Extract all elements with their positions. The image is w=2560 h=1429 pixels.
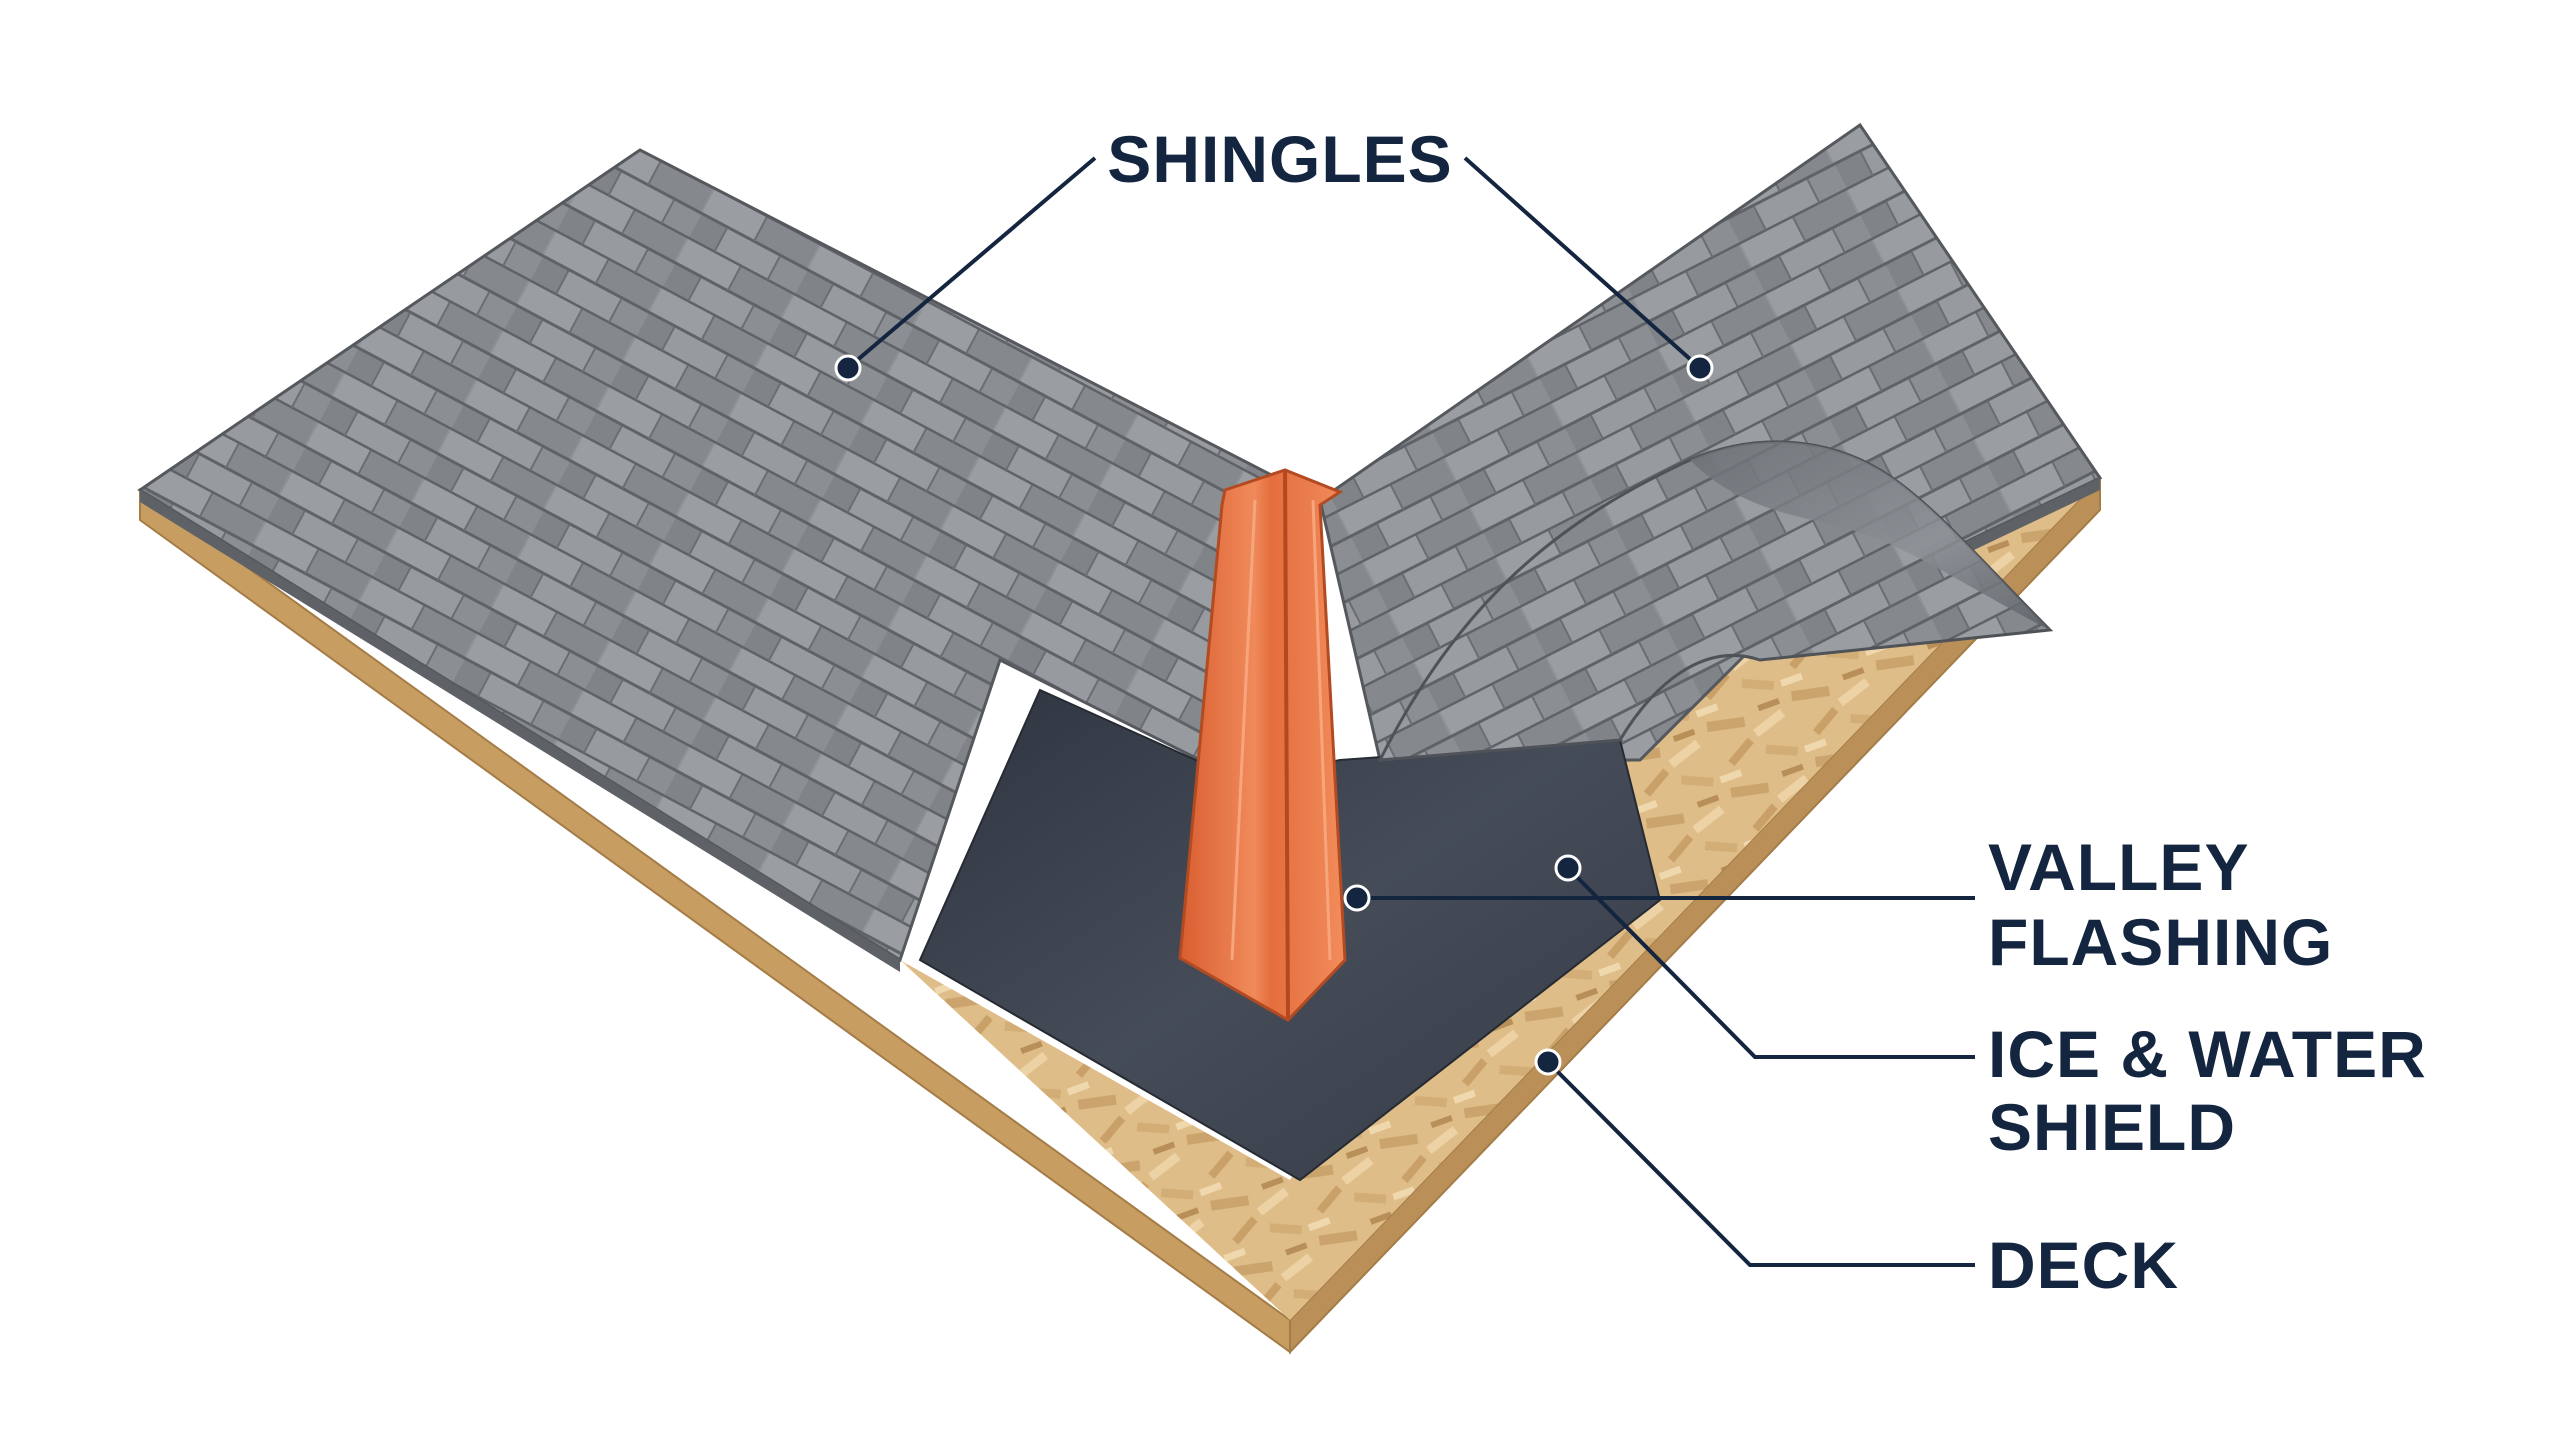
leader-deck [1548, 1062, 1975, 1265]
label-ice-water-line1: ICE & WATER [1988, 1017, 2427, 1091]
dot-deck [1536, 1050, 1560, 1074]
label-valley-flashing-line1: VALLEY [1988, 830, 2249, 904]
label-ice-water-line2: SHIELD [1988, 1090, 2236, 1164]
dot-shingles-left [836, 356, 860, 380]
label-deck: DECK [1988, 1228, 2179, 1302]
dot-shingles-right [1688, 356, 1712, 380]
label-shingles: SHINGLES [1107, 122, 1452, 196]
label-valley-flashing-line2: FLASHING [1988, 905, 2333, 979]
dot-ice-water [1556, 856, 1580, 880]
dot-valley-flashing [1345, 886, 1369, 910]
